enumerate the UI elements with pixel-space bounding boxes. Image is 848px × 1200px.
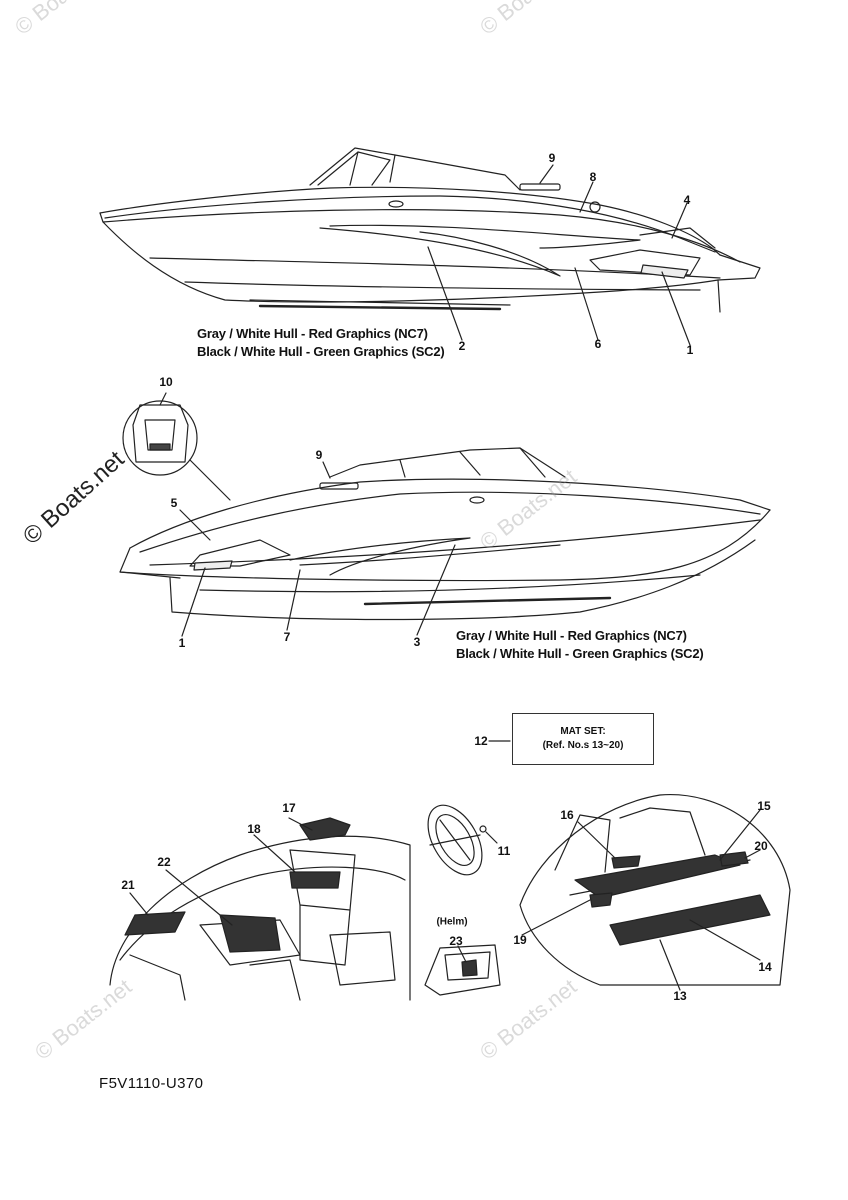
callout-9-top[interactable]: 9 [548, 151, 556, 165]
callout-5[interactable]: 5 [170, 496, 178, 510]
callout-1-top[interactable]: 1 [686, 343, 694, 357]
caption-top-line1: Gray / White Hull - Red Graphics (NC7) [197, 326, 428, 341]
bow-right-illustration [519, 794, 791, 991]
callout-12[interactable]: 12 [474, 734, 488, 748]
caption-top-line2: Black / White Hull - Green Graphics (SC2… [197, 344, 445, 359]
callout-13[interactable]: 13 [673, 989, 687, 1003]
callout-6[interactable]: 6 [594, 337, 602, 351]
callout-9-middle[interactable]: 9 [315, 448, 323, 462]
boat-top-illustration [99, 147, 761, 346]
cockpit-left-illustration [109, 817, 411, 1001]
callout-7[interactable]: 7 [283, 630, 291, 644]
callout-14[interactable]: 14 [758, 960, 772, 974]
callout-11[interactable]: 11 [497, 844, 511, 858]
callout-10[interactable]: 10 [159, 375, 173, 389]
helm-panel-illustration [424, 944, 501, 996]
callout-19[interactable]: 19 [513, 933, 527, 947]
helm-label: (Helm) [436, 916, 468, 928]
callout-15[interactable]: 15 [757, 799, 771, 813]
callout-21[interactable]: 21 [121, 878, 135, 892]
caption-middle: Gray / White Hull - Red Graphics (NC7) B… [456, 627, 704, 663]
callout-22[interactable]: 22 [157, 855, 171, 869]
callout-20[interactable]: 20 [754, 839, 768, 853]
callout-4[interactable]: 4 [683, 193, 691, 207]
callout-23[interactable]: 23 [449, 934, 463, 948]
caption-mid-line2: Black / White Hull - Green Graphics (SC2… [456, 646, 704, 661]
part-code: F5V1110-U370 [99, 1075, 204, 1092]
callout-1-middle[interactable]: 1 [178, 636, 186, 650]
boat-middle-illustration [119, 392, 771, 637]
steering-wheel-illustration [427, 804, 498, 876]
mat-set-title: MAT SET: [560, 726, 606, 737]
mat-set-box: MAT SET: (Ref. No.s 13~20) [512, 713, 654, 765]
callout-2[interactable]: 2 [458, 339, 466, 353]
callout-3[interactable]: 3 [413, 635, 421, 649]
callout-16[interactable]: 16 [560, 808, 574, 822]
caption-mid-line1: Gray / White Hull - Red Graphics (NC7) [456, 628, 687, 643]
callout-17[interactable]: 17 [282, 801, 296, 815]
caption-top: Gray / White Hull - Red Graphics (NC7) B… [197, 325, 445, 361]
mat-set-ref: (Ref. No.s 13~20) [542, 740, 624, 751]
callout-18[interactable]: 18 [247, 822, 261, 836]
callout-8[interactable]: 8 [589, 170, 597, 184]
